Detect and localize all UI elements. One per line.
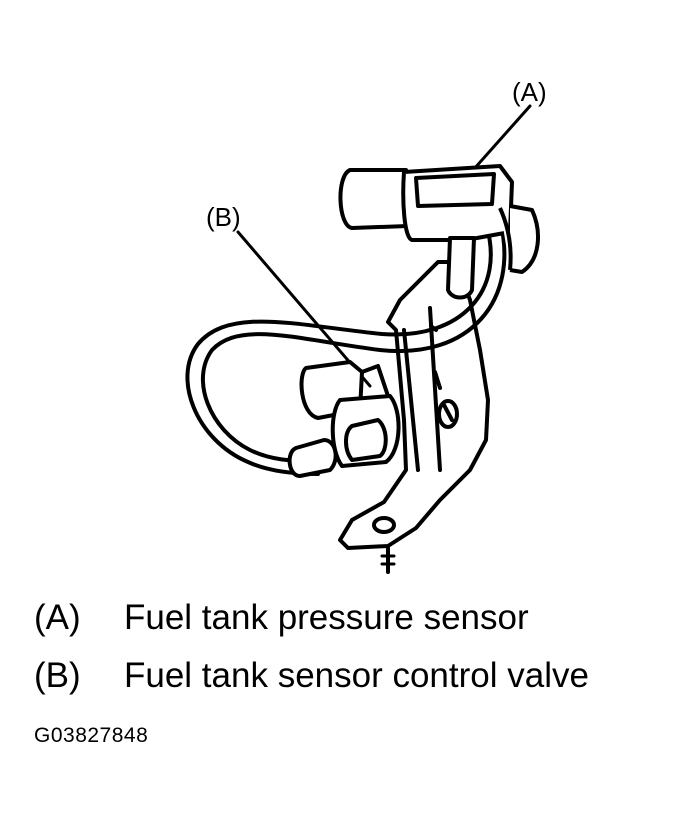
legend-item-a: (A) Fuel tank pressure sensor xyxy=(34,598,529,638)
legend-key-b: (B) xyxy=(34,656,81,695)
legend-item-b: (B) Fuel tank sensor control valve xyxy=(34,656,589,696)
mounting-bolt xyxy=(380,546,396,574)
callout-b-label: (B) xyxy=(206,202,241,232)
vacuum-hose xyxy=(185,218,507,476)
fuel-tank-pressure-sensor xyxy=(338,164,540,300)
fuel-tank-sensor-control-valve xyxy=(299,360,401,468)
bracket-bolt-hole xyxy=(372,516,396,534)
legend-key-a: (A) xyxy=(34,598,81,637)
legend-text-b: Fuel tank sensor control valve xyxy=(124,656,589,695)
hose-end xyxy=(287,438,338,478)
mounting-bracket xyxy=(338,260,490,550)
component-diagram: (A) (B) xyxy=(185,77,547,574)
callout-a-label: (A) xyxy=(512,77,547,107)
legend-text-a: Fuel tank pressure sensor xyxy=(124,598,529,637)
figure-id: G03827848 xyxy=(34,724,149,747)
